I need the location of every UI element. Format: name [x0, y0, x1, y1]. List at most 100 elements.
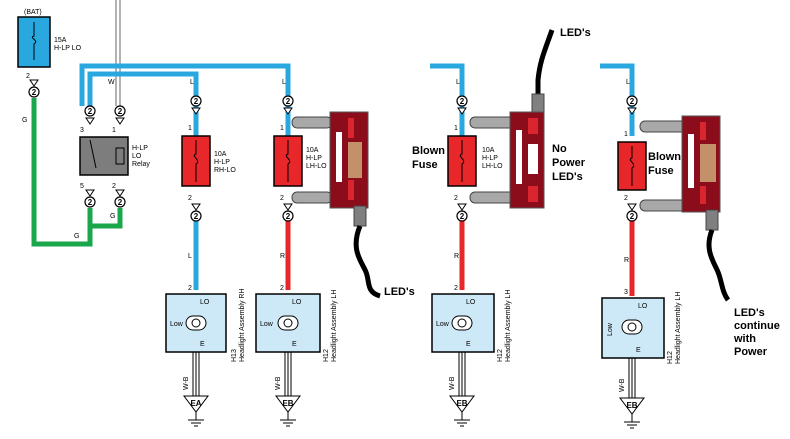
arrow-icon	[457, 203, 467, 211]
blue-bus-wire	[79, 63, 291, 106]
fuse-rating: 10A	[482, 147, 495, 154]
lamp-lo-label: LO	[200, 299, 210, 306]
connector-circle	[282, 95, 294, 107]
pin-label: 2	[454, 195, 458, 202]
ground-label: EB	[626, 401, 637, 410]
main-fuse-rating: 15A	[54, 37, 67, 44]
led-cable	[353, 225, 381, 299]
bulb-icon	[191, 318, 201, 328]
connector-circle	[456, 95, 468, 107]
fuse-name: RH-LO	[214, 167, 236, 174]
lamp-id: H12	[497, 349, 504, 362]
lamp-lo-label: LO	[292, 299, 302, 306]
fuse-symbol-icon	[193, 140, 199, 182]
pin-label: 1	[454, 125, 458, 132]
leds-continue-label: LED's	[734, 307, 765, 319]
connector-circle	[190, 95, 202, 107]
arrow-icon	[29, 79, 39, 87]
fuse-symbol-icon	[285, 140, 291, 182]
lamp-e-label: E	[636, 347, 641, 354]
connector-circle	[626, 95, 638, 107]
lamp-id: H13	[231, 349, 238, 362]
wire-code: L	[456, 79, 460, 86]
wire-code: W-B	[183, 376, 190, 390]
arrow-icon	[457, 107, 467, 115]
led-cable	[706, 229, 731, 302]
bulb-icon	[283, 318, 293, 328]
wire-code: R	[454, 253, 459, 260]
wire-code: L	[282, 79, 286, 86]
wire-code: W	[108, 79, 115, 86]
connector-circle	[456, 210, 468, 222]
connector-label: 2	[118, 198, 123, 207]
bulb-icon	[627, 322, 637, 332]
blown-fuse-label: Fuse	[412, 159, 438, 171]
lamp-e-label: E	[200, 341, 205, 348]
led-fuse-tester-on	[639, 115, 721, 231]
connector-circle	[114, 105, 126, 117]
arrow-icon	[627, 107, 637, 115]
lamp-name: Headlight Assembly LH	[505, 290, 512, 362]
fuse-symbol-icon	[459, 140, 465, 182]
pin-label: 1	[624, 131, 628, 138]
fuse-name: H-LP	[482, 155, 498, 162]
wire-code: L	[188, 253, 192, 260]
lamp-id: H12	[667, 351, 674, 364]
headlight-rh: 2 LO Low E H13 Headlight Assembly RH W-B…	[165, 285, 246, 427]
leds-label-1: LED's	[384, 286, 415, 298]
blown-fuse-label: Blown	[412, 145, 445, 157]
fuse-name: LH-LO	[306, 163, 327, 170]
fuse-symbol-icon	[31, 22, 37, 60]
blue-wire	[430, 63, 465, 96]
wire-code: W-B	[449, 376, 456, 390]
connector-circle	[84, 105, 96, 117]
blown-fuse-label: Fuse	[648, 165, 674, 177]
lamp-low-label: Low	[260, 321, 274, 328]
connector-label: 2	[630, 212, 635, 221]
main-fuse-name: H-LP LO	[54, 45, 82, 52]
pin-label: 3	[624, 289, 628, 296]
led-fuse-tester-off	[469, 29, 555, 209]
relay-coil-icon	[115, 147, 125, 165]
headlight-lh: 2 LO Low E H12 Headlight Assembly LH W-B…	[255, 285, 338, 427]
pin-label: 1	[188, 125, 192, 132]
no-power-label: LED's	[552, 171, 583, 183]
wire-code: G	[110, 213, 115, 220]
ground-label: EA	[190, 399, 201, 408]
pin-label: 2	[188, 285, 192, 292]
lamp-name: Headlight Assembly RH	[239, 288, 246, 362]
connector-label: 2	[194, 212, 199, 221]
lamp-name: Headlight Assembly LH	[331, 290, 338, 362]
ground-label: EB	[456, 399, 467, 408]
pin-label: 3	[80, 127, 84, 134]
connector-circle	[626, 210, 638, 222]
lamp-id: H12	[323, 349, 330, 362]
connector-circle	[28, 86, 40, 98]
led-fuse-tester	[291, 111, 369, 227]
pin-label: 2	[188, 195, 192, 202]
lamp-lo-label: LO	[466, 299, 476, 306]
connector-label: 2	[118, 107, 123, 116]
wire-code: G	[22, 117, 27, 124]
connector-label: 2	[194, 97, 199, 106]
leds-label-2: LED's	[560, 27, 591, 39]
lamp-name: Headlight Assembly LH	[675, 292, 682, 364]
pin-label: 2	[112, 183, 116, 190]
pin-label: 2	[26, 73, 30, 80]
fuse-symbol-icon	[629, 146, 635, 186]
connector-label: 2	[32, 88, 37, 97]
lamp-low-label: Low	[436, 321, 450, 328]
relay-label: Relay	[132, 161, 150, 168]
leds-continue-label: Power	[734, 346, 768, 358]
wire-code: L	[626, 79, 630, 86]
pin-label: 1	[112, 127, 116, 134]
wire-code: R	[624, 257, 629, 264]
headlight-lh: 3 LO Low E H12 Headlight Assembly LH W-B…	[601, 289, 682, 429]
arrow-icon	[115, 117, 125, 125]
arrow-icon	[115, 189, 125, 197]
lamp-lo-label: LO	[638, 303, 648, 310]
blue-bus-wire	[87, 71, 199, 106]
arrow-icon	[191, 203, 201, 211]
relay-label: LO	[132, 153, 142, 160]
